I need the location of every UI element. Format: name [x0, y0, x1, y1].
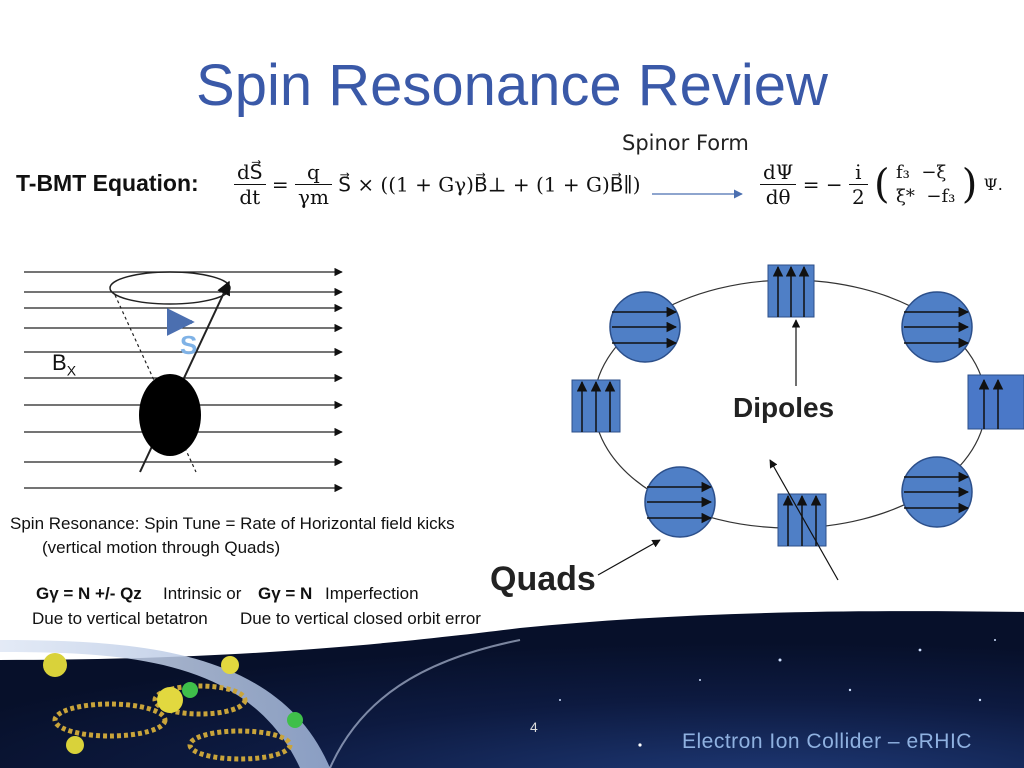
spinor-form-label: Spinor Form — [622, 131, 749, 155]
field-label: BX — [52, 350, 76, 378]
tbmt-rhs: S⃗ × ((1 + Gγ)B⃗⊥ + (1 + G)B⃗∥) — [338, 172, 641, 197]
spinor-lhs-den: dθ — [765, 185, 791, 209]
quads-label: Quads — [490, 560, 596, 598]
spinor-matrix: f₃ −ξ ξ* −f₃ — [896, 161, 955, 209]
imperfection-condition: Gγ = N — [258, 584, 313, 603]
spinor-lhs-num: dΨ — [760, 160, 797, 185]
resonance-note-line2: (vertical motion through Quads) — [42, 538, 281, 557]
accelerator-ring — [571, 264, 1024, 581]
page-number: 4 — [530, 719, 538, 735]
intrinsic-label: Intrinsic or — [163, 584, 242, 603]
field-label-subscript: X — [66, 362, 77, 379]
resonance-note-line1: Spin Resonance: Spin Tune = Rate of Hori… — [10, 514, 455, 533]
spin-vector-label: S — [180, 330, 198, 360]
tbmt-lhs-num: dS⃗ — [234, 160, 266, 185]
tbmt-lhs-den: dt — [239, 185, 261, 209]
spinor-factor-num: i — [848, 160, 868, 185]
dipole-magnets — [571, 264, 1024, 547]
imperfection-label: Imperfection — [325, 584, 419, 603]
footer-background — [0, 611, 1024, 768]
tbmt-factor-num: q — [294, 160, 332, 185]
matrix-cell: ξ* — [896, 185, 915, 207]
footer-brand: Electron Ion Collider – eRHIC — [682, 730, 972, 753]
tbmt-equation-label: T-BMT Equation: — [16, 170, 199, 196]
dipoles-label: Dipoles — [733, 392, 835, 423]
imperfection-cause: Due to vertical closed orbit error — [240, 609, 481, 628]
quad-magnets — [609, 291, 973, 538]
matrix-cell: −ξ — [921, 161, 947, 183]
field-label-main: B — [52, 350, 67, 375]
particle-coil-illustration — [43, 653, 303, 762]
tbmt-factor-den: γm — [297, 185, 329, 209]
matrix-cell: −f₃ — [926, 185, 956, 207]
page-title: Spin Resonance Review — [196, 53, 828, 118]
spinor-factor-den: 2 — [851, 185, 865, 209]
intrinsic-condition: Gγ = N +/- Qz — [36, 584, 142, 603]
spinor-tail: Ψ. — [983, 175, 1003, 194]
spinor-factor-sign: = − — [802, 172, 843, 197]
precession-cone — [109, 271, 231, 473]
matrix-cell: f₃ — [896, 161, 910, 183]
intrinsic-cause: Due to vertical betatron — [32, 609, 208, 628]
